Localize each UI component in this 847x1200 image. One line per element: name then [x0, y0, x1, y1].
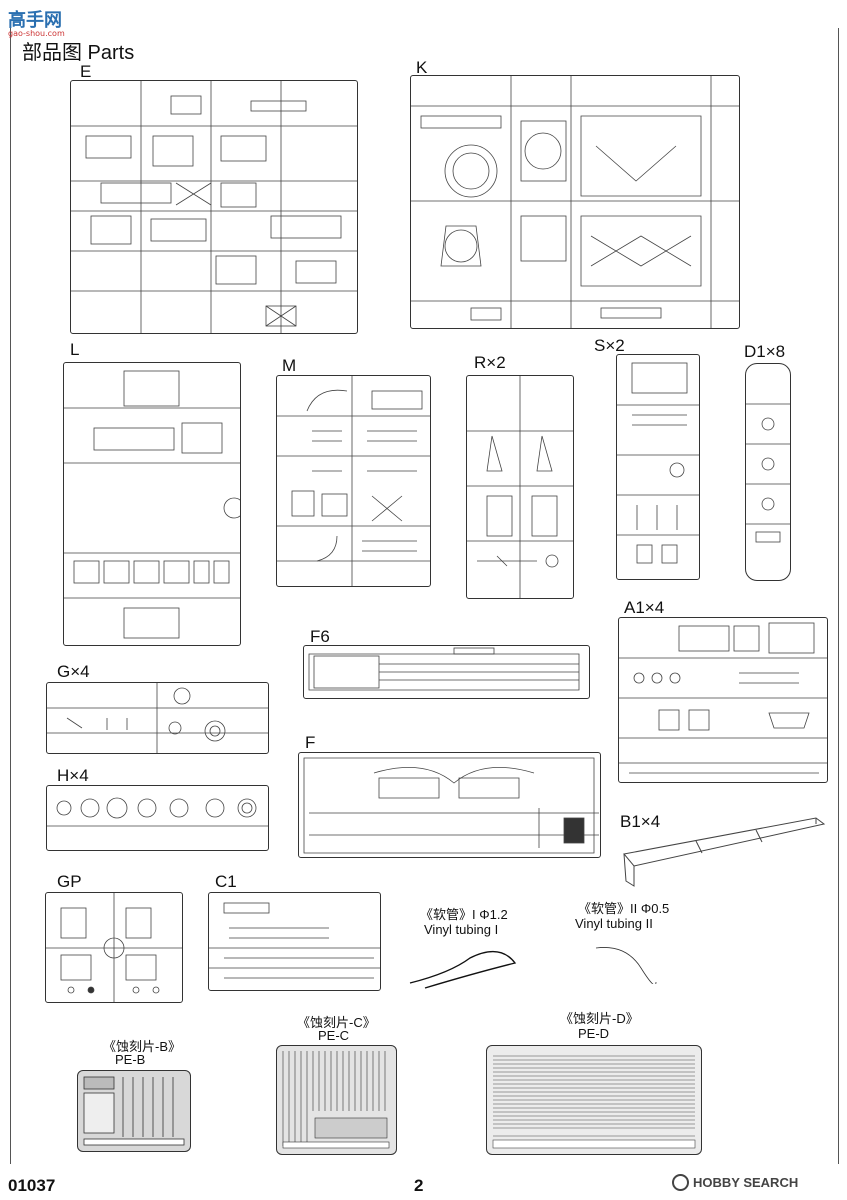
sprue-label-r: R×2	[474, 353, 506, 372]
watermark-icon	[672, 1174, 689, 1191]
tubing-1-cn: 《软管》I Φ1.2	[420, 907, 508, 922]
sprue-c1	[208, 892, 381, 991]
sprue-s	[616, 354, 700, 580]
sprue-label-b1: B1×4	[620, 812, 661, 831]
pe-b-cn: 《蚀刻片-B》	[103, 1039, 182, 1054]
pe-c-fret	[276, 1045, 397, 1155]
sprue-label-c1: C1	[215, 872, 237, 891]
sprue-label-g: G×4	[57, 662, 90, 681]
sprue-label-k: K	[416, 58, 428, 77]
sprue-label-gp: GP	[57, 872, 82, 891]
sprue-h	[46, 785, 269, 851]
sprue-label-h: H×4	[57, 766, 89, 785]
pe-c-en: PE-C	[318, 1028, 350, 1043]
sprue-a1	[618, 617, 828, 783]
page-number: 2	[414, 1176, 424, 1195]
sprue-label-d1: D1×8	[744, 342, 786, 361]
vinyl-tubing-1	[409, 950, 517, 989]
sprue-k	[410, 75, 740, 329]
sprue-d1	[745, 363, 791, 581]
sprue-l	[63, 362, 241, 646]
tubing-1-en: Vinyl tubing I	[424, 922, 499, 937]
sprue-gp	[45, 892, 183, 1003]
sprue-m	[276, 375, 431, 587]
sprue-label-l: L	[70, 340, 80, 359]
sprue-label-e: E	[80, 62, 92, 81]
sprue-b1	[623, 817, 826, 887]
sprue-e	[70, 80, 358, 334]
vinyl-tubing-2	[595, 947, 657, 984]
pe-d-fret	[486, 1045, 702, 1155]
sprue-f	[298, 752, 601, 858]
kit-code: 01037	[8, 1176, 56, 1195]
pe-d-en: PE-D	[578, 1026, 610, 1041]
sprue-g	[46, 682, 269, 754]
pe-c-cn: 《蚀刻片-C》	[297, 1015, 376, 1030]
pe-b-en: PE-B	[115, 1052, 146, 1067]
pe-d-cn: 《蚀刻片-D》	[560, 1011, 639, 1026]
sprue-label-m: M	[282, 356, 297, 375]
sprue-f6	[303, 645, 590, 699]
sprue-label-f6: F6	[310, 627, 330, 646]
sprue-label-a1: A1×4	[624, 598, 665, 617]
tubing-2-en: Vinyl tubing II	[575, 916, 653, 931]
page-frame	[10, 28, 839, 1164]
sprue-label-s: S×2	[594, 336, 625, 355]
watermark: HOBBY SEARCH	[672, 1174, 798, 1191]
tubing-2-cn: 《软管》II Φ0.5	[578, 901, 670, 916]
sprue-r	[466, 375, 574, 599]
page-title: 部品图 Parts	[22, 42, 135, 64]
pe-b-fret	[77, 1070, 191, 1152]
sprue-label-f: F	[305, 733, 316, 752]
